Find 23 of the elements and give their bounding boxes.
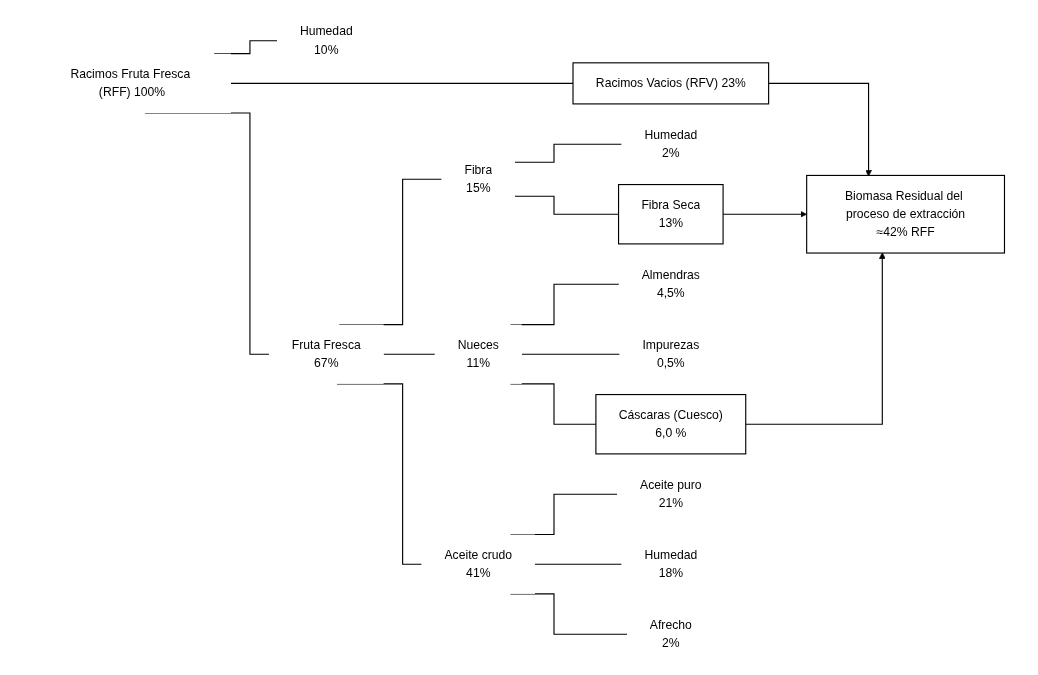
node-text: Humedad 2% [644,128,698,160]
node-text: Almendras 4,5% [641,268,701,300]
connector [534,563,623,565]
node-text: Afrecho 2% [650,618,692,650]
node-text: Aceite puro 21% [640,478,702,510]
connector [383,353,436,355]
connector [510,383,597,425]
connector [521,353,621,355]
node-text: Impurezas 0,5% [642,338,700,370]
node-text: Humedad 10% [300,24,353,56]
node-box: Biomasa Residual del proceso de extracción ≈42% RFF [806,174,1006,254]
connector [336,383,423,565]
connector [514,143,623,163]
node-box: Cáscaras (Cuesco) 6,0 % [595,394,747,455]
node-text: Humedad 18% [644,548,698,580]
arrow [768,82,873,177]
arrow [745,252,886,425]
node-box: Fibra Seca 13% [618,184,724,245]
node-text: Nueces 11% [457,338,500,370]
node-box: Racimos Vacios (RFV) 23% [572,62,770,105]
node-text: Fibra 15% [464,163,493,195]
connector [510,593,628,635]
connector [230,82,574,84]
